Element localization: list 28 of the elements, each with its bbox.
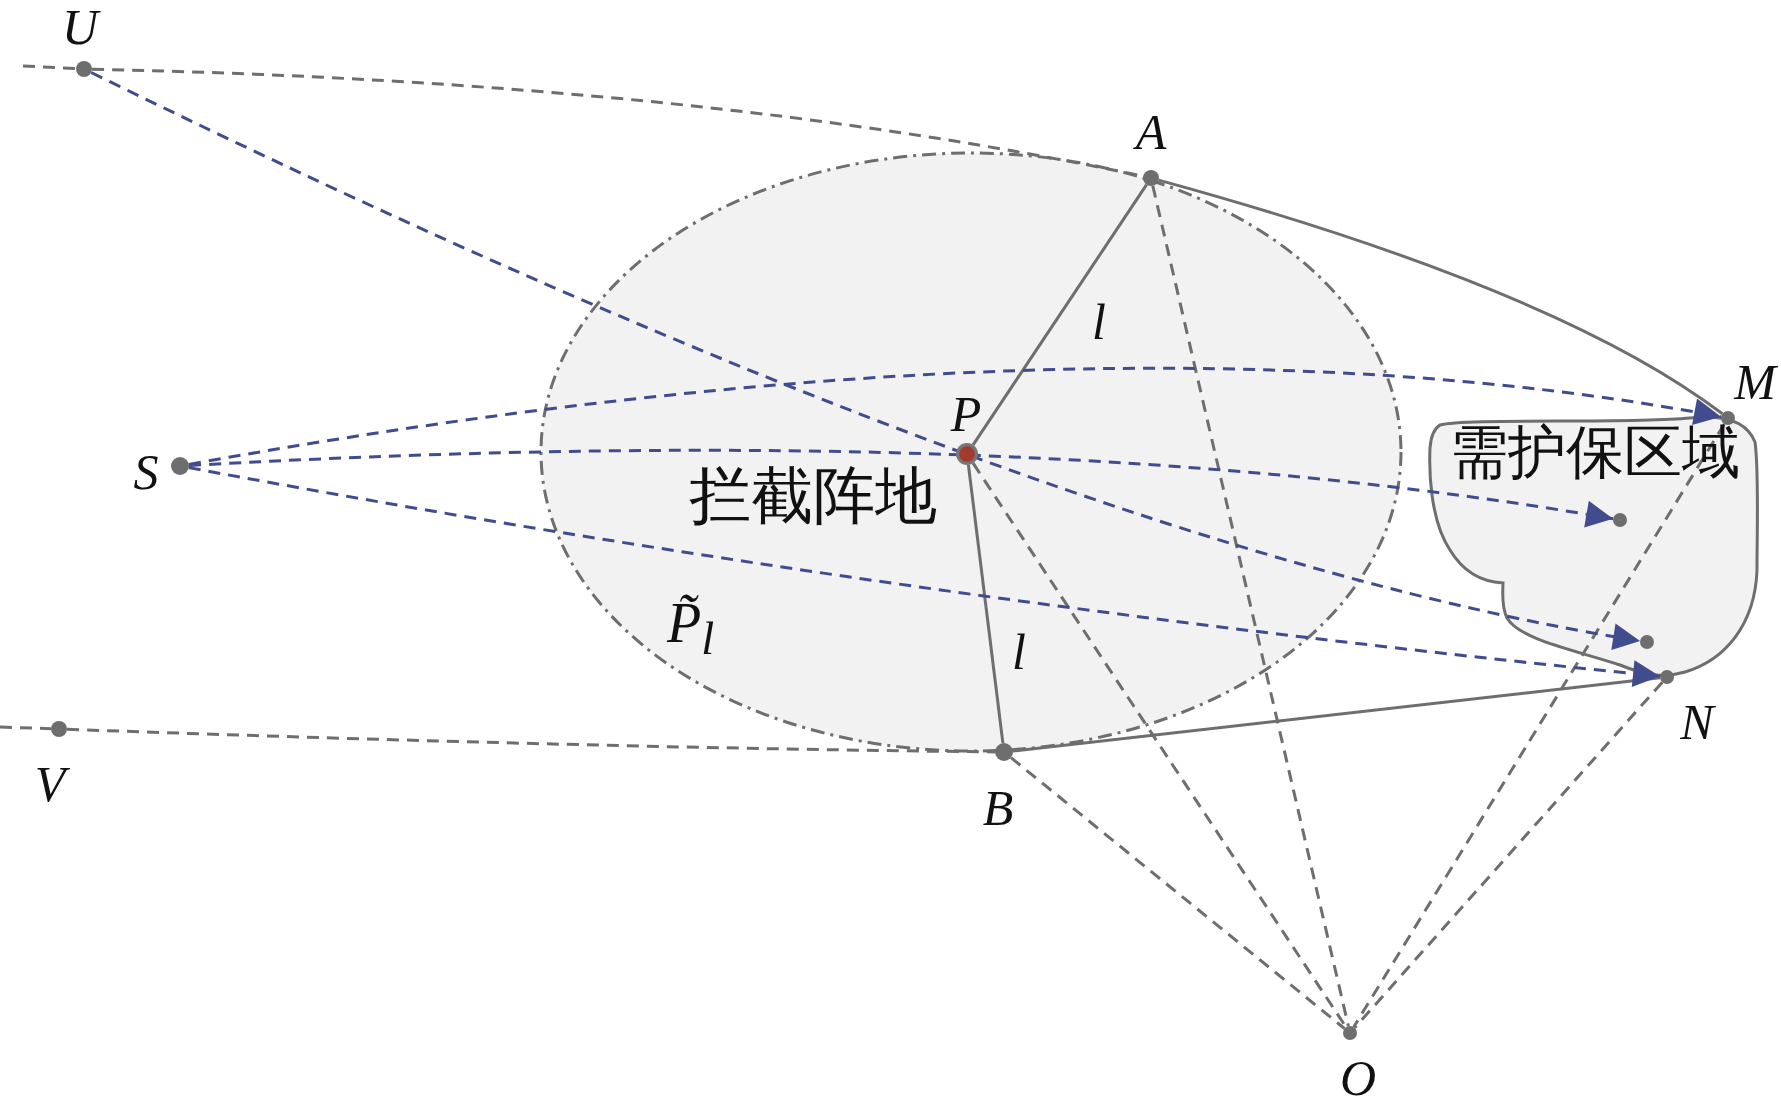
line-segment	[1012, 676, 1661, 753]
point-label: B	[981, 780, 1015, 836]
region-label: 拦截阵地	[689, 461, 937, 532]
point-label: N	[1679, 694, 1717, 750]
edge-label: l	[1092, 294, 1106, 350]
arrow	[188, 448, 1614, 528]
dashed-line	[0, 725, 52, 731]
dashed-line	[1353, 681, 1664, 1029]
point-label: O	[1338, 1050, 1378, 1102]
dashed-line	[22, 64, 77, 71]
point-label: M	[1733, 354, 1777, 410]
region-label: 需护保区域	[1449, 420, 1741, 487]
point-label: U	[60, 0, 102, 55]
dashed-line	[1151, 185, 1350, 1027]
dashed-line	[1010, 756, 1346, 1030]
dashed-line	[66, 727, 995, 754]
point-label: V	[28, 756, 72, 812]
line-segment	[971, 183, 1148, 446]
arrow	[188, 366, 1722, 466]
arrow	[188, 466, 1661, 687]
point-label: P	[949, 386, 983, 442]
set-symbol: P̃$_{l}$	[667, 591, 715, 667]
arrow	[90, 71, 1641, 650]
point-label: S	[132, 444, 160, 500]
line-segment	[1158, 178, 1724, 415]
line-segment	[966, 464, 1005, 744]
edge-label: l	[1012, 624, 1026, 680]
point-label: A	[1132, 104, 1168, 160]
